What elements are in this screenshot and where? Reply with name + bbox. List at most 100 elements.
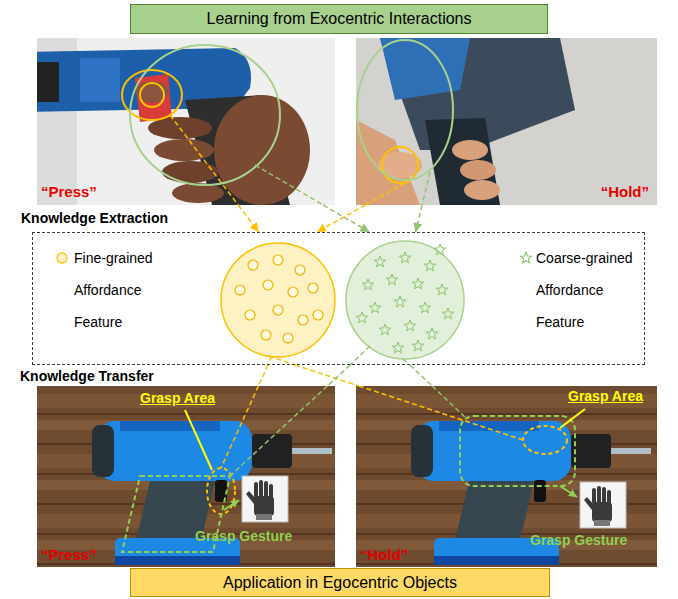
coarse-feature-cluster bbox=[442, 308, 453, 319]
coarse-feature-cluster bbox=[374, 256, 385, 267]
feature-link bbox=[268, 346, 410, 365]
hold-photo bbox=[464, 180, 500, 200]
hold-application-photo bbox=[460, 416, 575, 486]
hold-photo bbox=[452, 140, 488, 160]
fine-feature-cluster bbox=[295, 265, 305, 275]
hold-application-photo bbox=[434, 556, 559, 565]
fine-feature-cluster bbox=[273, 255, 283, 265]
coarse-feature-cluster bbox=[362, 279, 373, 290]
photo-panel: “Hold” bbox=[356, 38, 657, 205]
glove-icon bbox=[254, 482, 258, 498]
grasp-area-label: Grasp Area bbox=[140, 390, 215, 406]
legend-swatch bbox=[520, 252, 531, 263]
coarse-feature-cluster bbox=[356, 312, 367, 323]
coarse-feature-cluster bbox=[392, 342, 403, 353]
hold-photo bbox=[422, 172, 430, 205]
hold-application-photo bbox=[534, 480, 546, 502]
grasp-area-label: Grasp Area bbox=[568, 388, 643, 404]
legend-text: Fine-grained Affordance Feature bbox=[74, 242, 166, 338]
hold-application-photo bbox=[356, 386, 657, 567]
glove-icon bbox=[584, 497, 595, 510]
banner-title: Learning from Exocentric Interactions bbox=[206, 10, 471, 28]
fine-feature-cluster bbox=[245, 310, 255, 320]
legend-swatch bbox=[519, 251, 533, 265]
coarse-feature-cluster bbox=[379, 324, 390, 335]
fine-feature-cluster bbox=[261, 330, 271, 340]
hold-photo bbox=[382, 147, 418, 183]
coarse-feature-cluster bbox=[386, 274, 397, 285]
hold-application-photo bbox=[356, 386, 657, 567]
section-heading: Knowledge Transfer bbox=[20, 368, 154, 384]
fine-feature-cluster bbox=[235, 255, 323, 343]
legend-swatch bbox=[55, 251, 69, 265]
fine-feature-cluster bbox=[308, 283, 318, 293]
hold-application-photo bbox=[571, 434, 611, 468]
hold-photo bbox=[460, 160, 496, 180]
fine-feature-cluster bbox=[263, 280, 273, 290]
press-application-photo bbox=[224, 500, 239, 510]
dashed-connector bbox=[416, 205, 423, 232]
fine-feature-cluster bbox=[248, 260, 258, 270]
glove-icon bbox=[259, 480, 263, 498]
glove-icon bbox=[597, 486, 601, 504]
grasp-gesture-label: Grasp Gesture bbox=[195, 528, 292, 544]
press-photo bbox=[154, 139, 214, 161]
legend-item: Fine-grained Affordance Feature bbox=[55, 242, 166, 342]
dashed-connector bbox=[238, 205, 258, 232]
hold-application-photo bbox=[411, 425, 433, 477]
dashed-connector bbox=[258, 365, 268, 386]
photo-panel: Grasp AreaGrasp Gesture“Hold” bbox=[356, 386, 657, 567]
dashed-connector bbox=[410, 365, 432, 386]
glove-icon bbox=[269, 484, 273, 498]
hold-photo bbox=[366, 183, 406, 205]
coarse-feature-cluster bbox=[346, 241, 464, 359]
press-application-photo bbox=[37, 386, 335, 567]
coarse-feature-cluster bbox=[404, 320, 415, 331]
fine-feature-cluster bbox=[273, 305, 283, 315]
coarse-feature-cluster bbox=[426, 328, 437, 339]
fine-feature-cluster bbox=[235, 285, 245, 295]
fine-feature-cluster bbox=[288, 287, 298, 297]
glove-icon bbox=[580, 482, 626, 528]
coarse-feature-cluster bbox=[419, 302, 430, 313]
hold-application-photo bbox=[454, 481, 534, 545]
glove-icon bbox=[594, 520, 610, 526]
hold-application-photo bbox=[560, 486, 577, 497]
coarse-feature-cluster bbox=[434, 244, 445, 255]
hold-application-photo bbox=[359, 386, 523, 440]
press-application-photo bbox=[37, 386, 335, 567]
dashed-connector bbox=[323, 205, 369, 232]
coarse-feature-cluster bbox=[346, 241, 464, 359]
legend-text: Coarse-grained Affordance Feature bbox=[536, 242, 640, 338]
glove-icon bbox=[242, 476, 288, 522]
hold-application-photo bbox=[523, 426, 567, 454]
hold-application-photo bbox=[432, 386, 466, 418]
press-application-photo bbox=[120, 421, 220, 431]
press-photo bbox=[172, 183, 224, 203]
fine-feature-cluster bbox=[283, 333, 293, 343]
section-heading: Knowledge Extraction bbox=[21, 210, 168, 226]
coarse-feature-cluster bbox=[369, 302, 380, 313]
glove-icon bbox=[592, 488, 596, 504]
press-photo bbox=[135, 74, 172, 122]
hold-application-photo bbox=[611, 448, 651, 454]
coarse-feature-cluster bbox=[394, 296, 405, 307]
fine-feature-cluster bbox=[313, 310, 323, 320]
action-label: “Hold” bbox=[360, 546, 408, 563]
glove-icon bbox=[242, 476, 288, 522]
press-application-photo bbox=[292, 448, 332, 454]
fine-feature-cluster bbox=[221, 243, 335, 357]
press-photo bbox=[140, 83, 164, 107]
press-application-photo bbox=[221, 386, 258, 468]
fine-feature-cluster bbox=[221, 243, 335, 357]
glove-icon bbox=[246, 491, 257, 504]
coarse-feature-cluster bbox=[412, 340, 423, 351]
dashed-connector bbox=[317, 205, 366, 232]
action-label: “Press” bbox=[41, 183, 97, 200]
glove-icon bbox=[256, 514, 272, 520]
action-label: “Press” bbox=[41, 546, 97, 563]
feature-link bbox=[350, 346, 370, 365]
